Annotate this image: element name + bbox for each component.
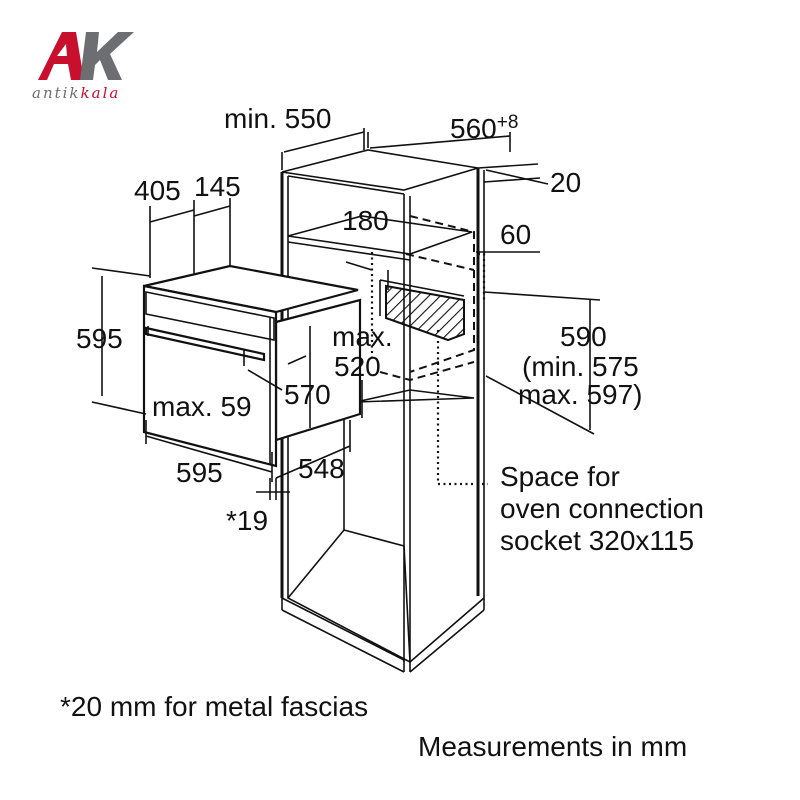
dim-oven-height-595: 595 <box>76 323 123 354</box>
dim-405: 405 <box>134 175 181 206</box>
dim-520: 520 <box>334 351 381 382</box>
dim-max-label: max. <box>332 321 393 352</box>
logo-k-shape <box>80 32 134 80</box>
footnote-metal-fascias: *20 mm for metal fascias <box>60 691 368 722</box>
socket-note-line2: oven connection <box>500 493 704 524</box>
socket-note-line3: socket 320x115 <box>500 525 694 556</box>
dim-145: 145 <box>194 171 241 202</box>
dim-570: 570 <box>284 379 331 410</box>
dim-590-min: (min. 575 <box>522 351 639 382</box>
dim-590: 590 <box>560 321 607 352</box>
oven <box>142 264 362 468</box>
dimension-lines <box>91 128 601 500</box>
socket-indicator-line <box>436 330 488 486</box>
logo-subtitle: antikkala <box>32 84 120 102</box>
brand-logo: antikkala <box>32 32 134 102</box>
dim-590-max: max. 597) <box>518 379 643 410</box>
dim-oven-width-595: 595 <box>176 457 223 488</box>
dim-60: 60 <box>500 219 531 250</box>
dim-20: 20 <box>550 167 581 198</box>
dim-180: 180 <box>342 205 389 236</box>
dim-548: 548 <box>298 453 345 484</box>
socket-note-line1: Space for <box>500 461 620 492</box>
dim-max-59: max. 59 <box>152 391 252 422</box>
logo-a-counter <box>57 44 67 56</box>
dim-19: *19 <box>226 505 268 536</box>
dim-min-550: min. 550 <box>224 103 331 134</box>
footnote-units: Measurements in mm <box>418 731 687 762</box>
dim-560: 560+8 <box>450 112 518 144</box>
oven-handle <box>144 326 266 362</box>
connection-socket-area <box>385 284 465 342</box>
